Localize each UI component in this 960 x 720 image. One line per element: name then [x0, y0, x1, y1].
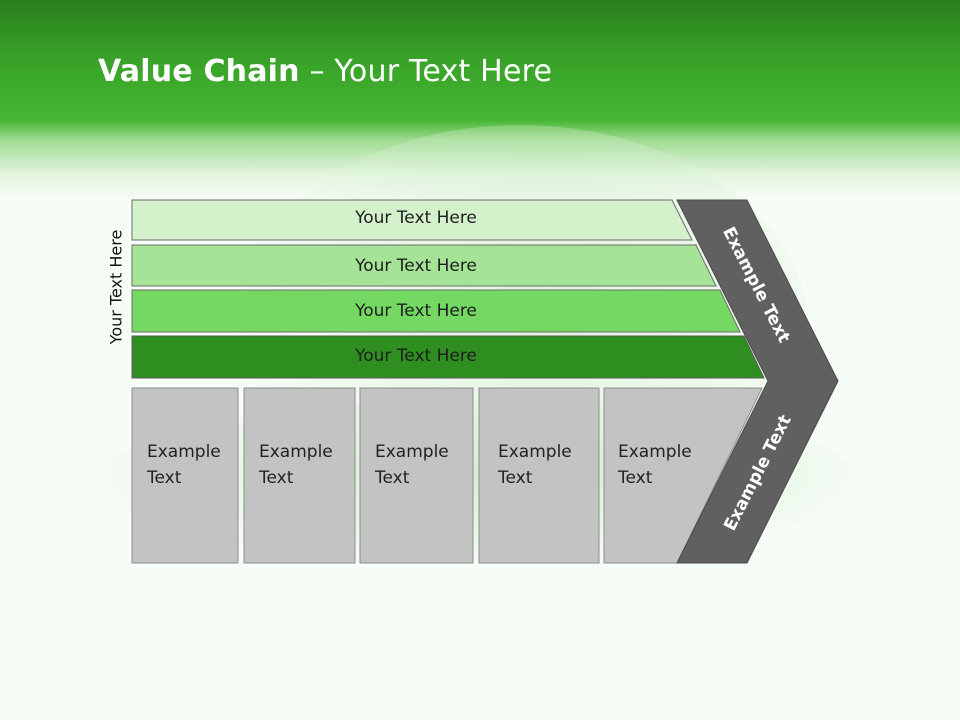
margin-chevron — [676, 199, 839, 564]
support-bar-1 — [131, 199, 693, 241]
activity-cell-1-line2: Text — [147, 468, 182, 488]
page-title: Value Chain – Your Text Here — [98, 54, 552, 89]
activity-cell-3-line2: Text — [375, 468, 410, 488]
support-bar-4-label: Your Text Here — [355, 346, 477, 366]
activity-cell-3-line1: Example — [375, 442, 449, 462]
activity-cell-2-line2: Text — [259, 468, 294, 488]
activity-cell-2 — [243, 387, 356, 564]
activity-cell-1-line1: Example — [147, 442, 221, 462]
support-bar-4 — [131, 335, 765, 379]
activity-cell-3 — [359, 387, 474, 564]
activity-cell-1 — [131, 387, 239, 564]
support-bar-1-label: Your Text Here — [355, 208, 477, 228]
activity-cell-5-line1: Example — [618, 442, 692, 462]
activity-cell-4-line1: Example — [498, 442, 572, 462]
title-rest: – Your Text Here — [299, 54, 553, 89]
activity-cell-4 — [478, 387, 600, 564]
support-bar-2 — [131, 244, 717, 287]
activity-cell-4-line2: Text — [498, 468, 533, 488]
activity-cell-5-line2: Text — [618, 468, 653, 488]
activity-cell-2-line1: Example — [259, 442, 333, 462]
support-bar-3-label: Your Text Here — [355, 301, 477, 321]
title-bold: Value Chain — [98, 54, 300, 89]
support-bar-2-label: Your Text Here — [355, 256, 477, 276]
support-bar-3 — [131, 289, 741, 333]
